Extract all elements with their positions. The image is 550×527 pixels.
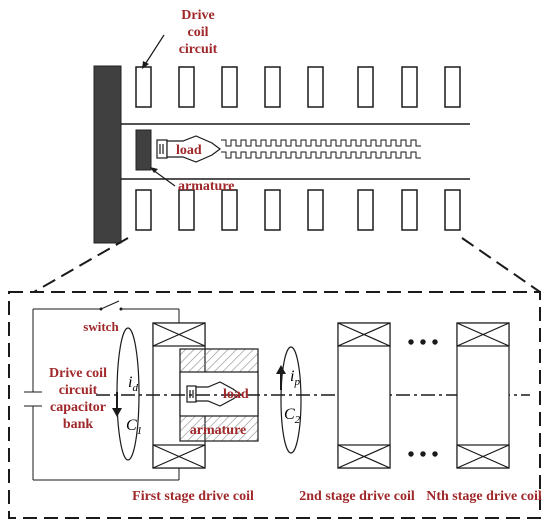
drive-label-line2: coil <box>188 25 209 40</box>
nth-stage-coil <box>456 322 510 469</box>
drive-label-pointer <box>143 34 165 67</box>
switch-contact <box>99 307 103 311</box>
stageN-label: Nth stage drive coil <box>426 489 542 504</box>
detail-armature-label: armature <box>190 423 247 438</box>
rail-pattern-lower <box>221 151 421 159</box>
armature-pointer-head <box>150 167 158 173</box>
detail-load-label: load <box>223 387 249 402</box>
ellipsis-top: • • • <box>407 332 438 354</box>
zoom-line-left <box>33 237 129 293</box>
top-load-label: load <box>176 143 202 158</box>
current-loop-c2 <box>280 346 302 454</box>
end-plate <box>93 65 122 244</box>
coil-block <box>264 66 281 108</box>
coil-block <box>178 189 195 231</box>
coil-block <box>264 189 281 231</box>
coil-block <box>401 189 418 231</box>
armature-block <box>135 129 152 171</box>
coil-block <box>135 189 152 231</box>
coil-block <box>178 66 195 108</box>
top-overview: Drive coil circuit load armature <box>93 8 470 244</box>
circuit <box>24 300 180 481</box>
coil-block <box>444 66 461 108</box>
coil-block <box>307 66 324 108</box>
projectile <box>156 135 221 163</box>
drive-label-line3: circuit <box>179 42 218 57</box>
detail-view: • • • • • • switch Drive coil circuit ca… <box>8 291 542 519</box>
capacitor-label-line4: bank <box>63 417 94 432</box>
id-arrow-head <box>112 408 122 417</box>
c2-label: C2 <box>284 406 301 426</box>
switch-label: switch <box>83 319 119 334</box>
coil-block <box>221 66 238 108</box>
coil-block <box>307 189 324 231</box>
stage2-label: 2nd stage drive coil <box>299 489 415 504</box>
stage1-label: First stage drive coil <box>132 489 254 504</box>
top-coil-row <box>135 66 461 108</box>
c1-label: C1 <box>126 417 142 437</box>
coil-block <box>221 189 238 231</box>
detail-projectile <box>186 381 242 407</box>
drive-label-line1: Drive <box>181 8 214 23</box>
coil-block <box>357 189 374 231</box>
drive-label-pointer-head <box>142 61 149 69</box>
capacitor-label-line2: circuit <box>59 383 98 398</box>
ip-label: ip <box>290 368 300 388</box>
top-armature-label: armature <box>178 179 235 194</box>
zoom-line-right <box>461 237 541 293</box>
coil-block <box>135 66 152 108</box>
id-label: id <box>128 374 138 394</box>
second-stage-coil <box>337 322 391 469</box>
ellipsis-bottom: • • • <box>407 444 438 466</box>
capacitor-label-line1: Drive coil <box>49 366 107 381</box>
coil-block <box>444 189 461 231</box>
coil-block <box>357 66 374 108</box>
capacitor-label-line3: capacitor <box>50 400 106 415</box>
switch-contact <box>119 307 123 311</box>
rail-pattern-upper <box>221 139 421 147</box>
bottom-coil-row <box>135 189 461 231</box>
armature-pointer <box>152 169 176 187</box>
ip-arrow-head <box>276 365 286 374</box>
coil-block <box>401 66 418 108</box>
